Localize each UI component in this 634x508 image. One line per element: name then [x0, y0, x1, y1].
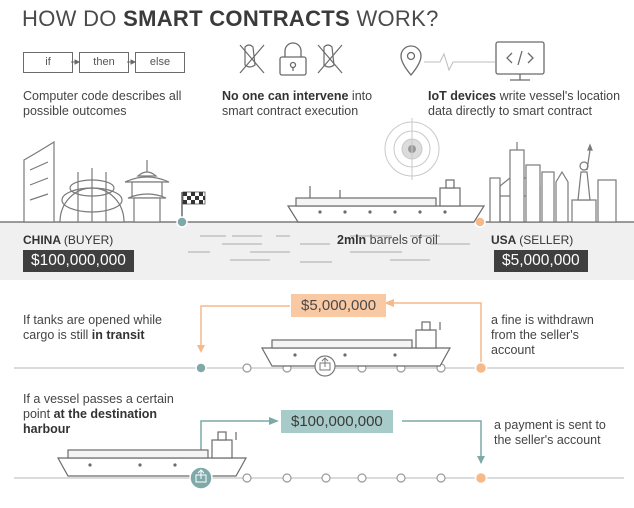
- payment-amount: $100,000,000: [281, 410, 393, 433]
- sensor-target-icon: [384, 118, 440, 180]
- transit-end-node: [474, 361, 488, 375]
- timeline-destination-nodes: [242, 473, 446, 483]
- flow-arrows: [71, 59, 137, 65]
- no-touch-icon: [239, 44, 265, 74]
- no-touch-icon: [317, 44, 343, 74]
- seller-label: USA (SELLER): [491, 233, 574, 247]
- buyer-marker: [176, 216, 188, 228]
- buyer-balance: $100,000,000: [23, 250, 134, 272]
- transit-condition: If tanks are opened while cargo is still…: [23, 313, 162, 342]
- checkpoint-icon: [189, 466, 213, 490]
- code-monitor-icon: [495, 41, 545, 81]
- feature-intervene-text: No one can intervene into smart contract…: [222, 89, 373, 118]
- water-dashes: [188, 235, 470, 263]
- cargo-label: 2mln barrels of oil: [337, 233, 438, 247]
- padlock-icon: [279, 42, 307, 76]
- tanker-destination-portholes: [88, 463, 177, 467]
- signal-wave: [424, 52, 495, 72]
- page-title: HOW DO SMART CONTRACTS WORK?: [22, 6, 439, 31]
- buyer-label: CHINA (BUYER): [23, 233, 114, 247]
- transit-start-node: [195, 362, 207, 374]
- destination-end-node: [474, 471, 488, 485]
- destination-condition: If a vessel passes a certain point at th…: [23, 392, 174, 436]
- transit-result: a fine is withdrawn from the seller's ac…: [491, 313, 594, 357]
- fine-flow-arrow: [200, 302, 482, 362]
- location-pin-icon: [400, 45, 422, 77]
- feature-code-text: Computer code describes all possible out…: [23, 89, 182, 118]
- tanker-destination: [56, 431, 248, 477]
- feature-iot-text: IoT devices write vessel's location data…: [428, 89, 621, 118]
- usa-skyline: [489, 142, 617, 223]
- seller-balance: $5,000,000: [494, 250, 588, 272]
- fine-amount: $5,000,000: [291, 294, 387, 317]
- flow-box-then: then: [79, 52, 129, 73]
- destination-result: a payment is sent to the seller's accoun…: [494, 418, 606, 447]
- tanker-portholes: [318, 210, 447, 214]
- flow-box-else: else: [135, 52, 185, 73]
- statue-of-liberty: [571, 143, 597, 223]
- oil-tanker: [286, 179, 486, 223]
- seller-marker: [474, 216, 486, 228]
- tanker-transit: [260, 321, 452, 367]
- tanker-transit-portholes: [293, 353, 397, 357]
- tank-opened-icon: [314, 355, 336, 377]
- china-skyline: [23, 140, 170, 223]
